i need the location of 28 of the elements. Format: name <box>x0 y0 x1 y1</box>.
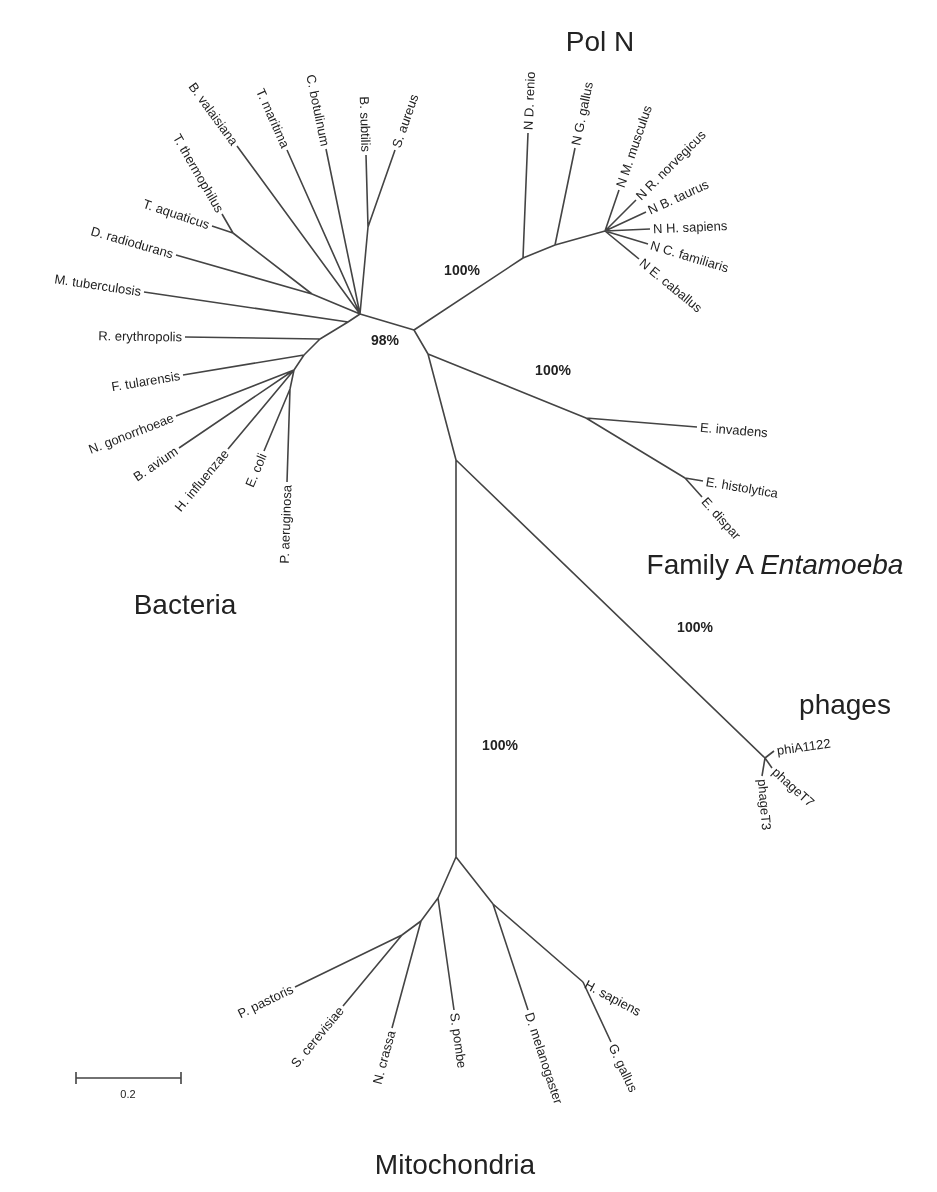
taxon-label: N. crassa <box>370 1029 398 1086</box>
scale-label: 0.2 <box>120 1088 136 1100</box>
clade-label: phages <box>799 691 891 719</box>
taxon-label: P. aeruginosa <box>277 484 294 564</box>
bootstrap-value: 100% <box>444 263 480 277</box>
bootstrap-value: 100% <box>677 620 713 634</box>
taxon-label: M. tuberculosis <box>53 272 142 298</box>
bootstrap-value: 98% <box>371 333 399 347</box>
taxon-label: N H. sapiens <box>652 219 728 236</box>
taxon-label: C. botulinum <box>304 73 332 148</box>
clade-label: Pol N <box>565 28 635 56</box>
clade-label: Mitochondria <box>374 1151 536 1179</box>
taxon-label: F. tularensis <box>110 369 182 394</box>
clade-label: Family A Entamoeba <box>646 551 904 579</box>
taxon-label: N D. renio <box>521 71 537 131</box>
taxon-label: E. invadens <box>699 420 769 440</box>
taxon-label: R. erythropolis <box>98 329 183 344</box>
taxon-label: B. subtilis <box>357 96 373 153</box>
bootstrap-value: 100% <box>482 738 518 752</box>
bootstrap-value: 100% <box>535 363 571 377</box>
clade-label: Bacteria <box>133 591 237 619</box>
taxon-label: phiA1122 <box>776 736 832 757</box>
taxon-label: S. aureus <box>389 92 421 150</box>
taxon-label: phageT3 <box>755 778 774 831</box>
taxon-label: E. coli <box>243 451 269 489</box>
taxon-label: N G. gallus <box>569 80 595 147</box>
taxon-label: S. pombe <box>448 1012 469 1069</box>
taxon-label: G. gallus <box>606 1041 640 1094</box>
